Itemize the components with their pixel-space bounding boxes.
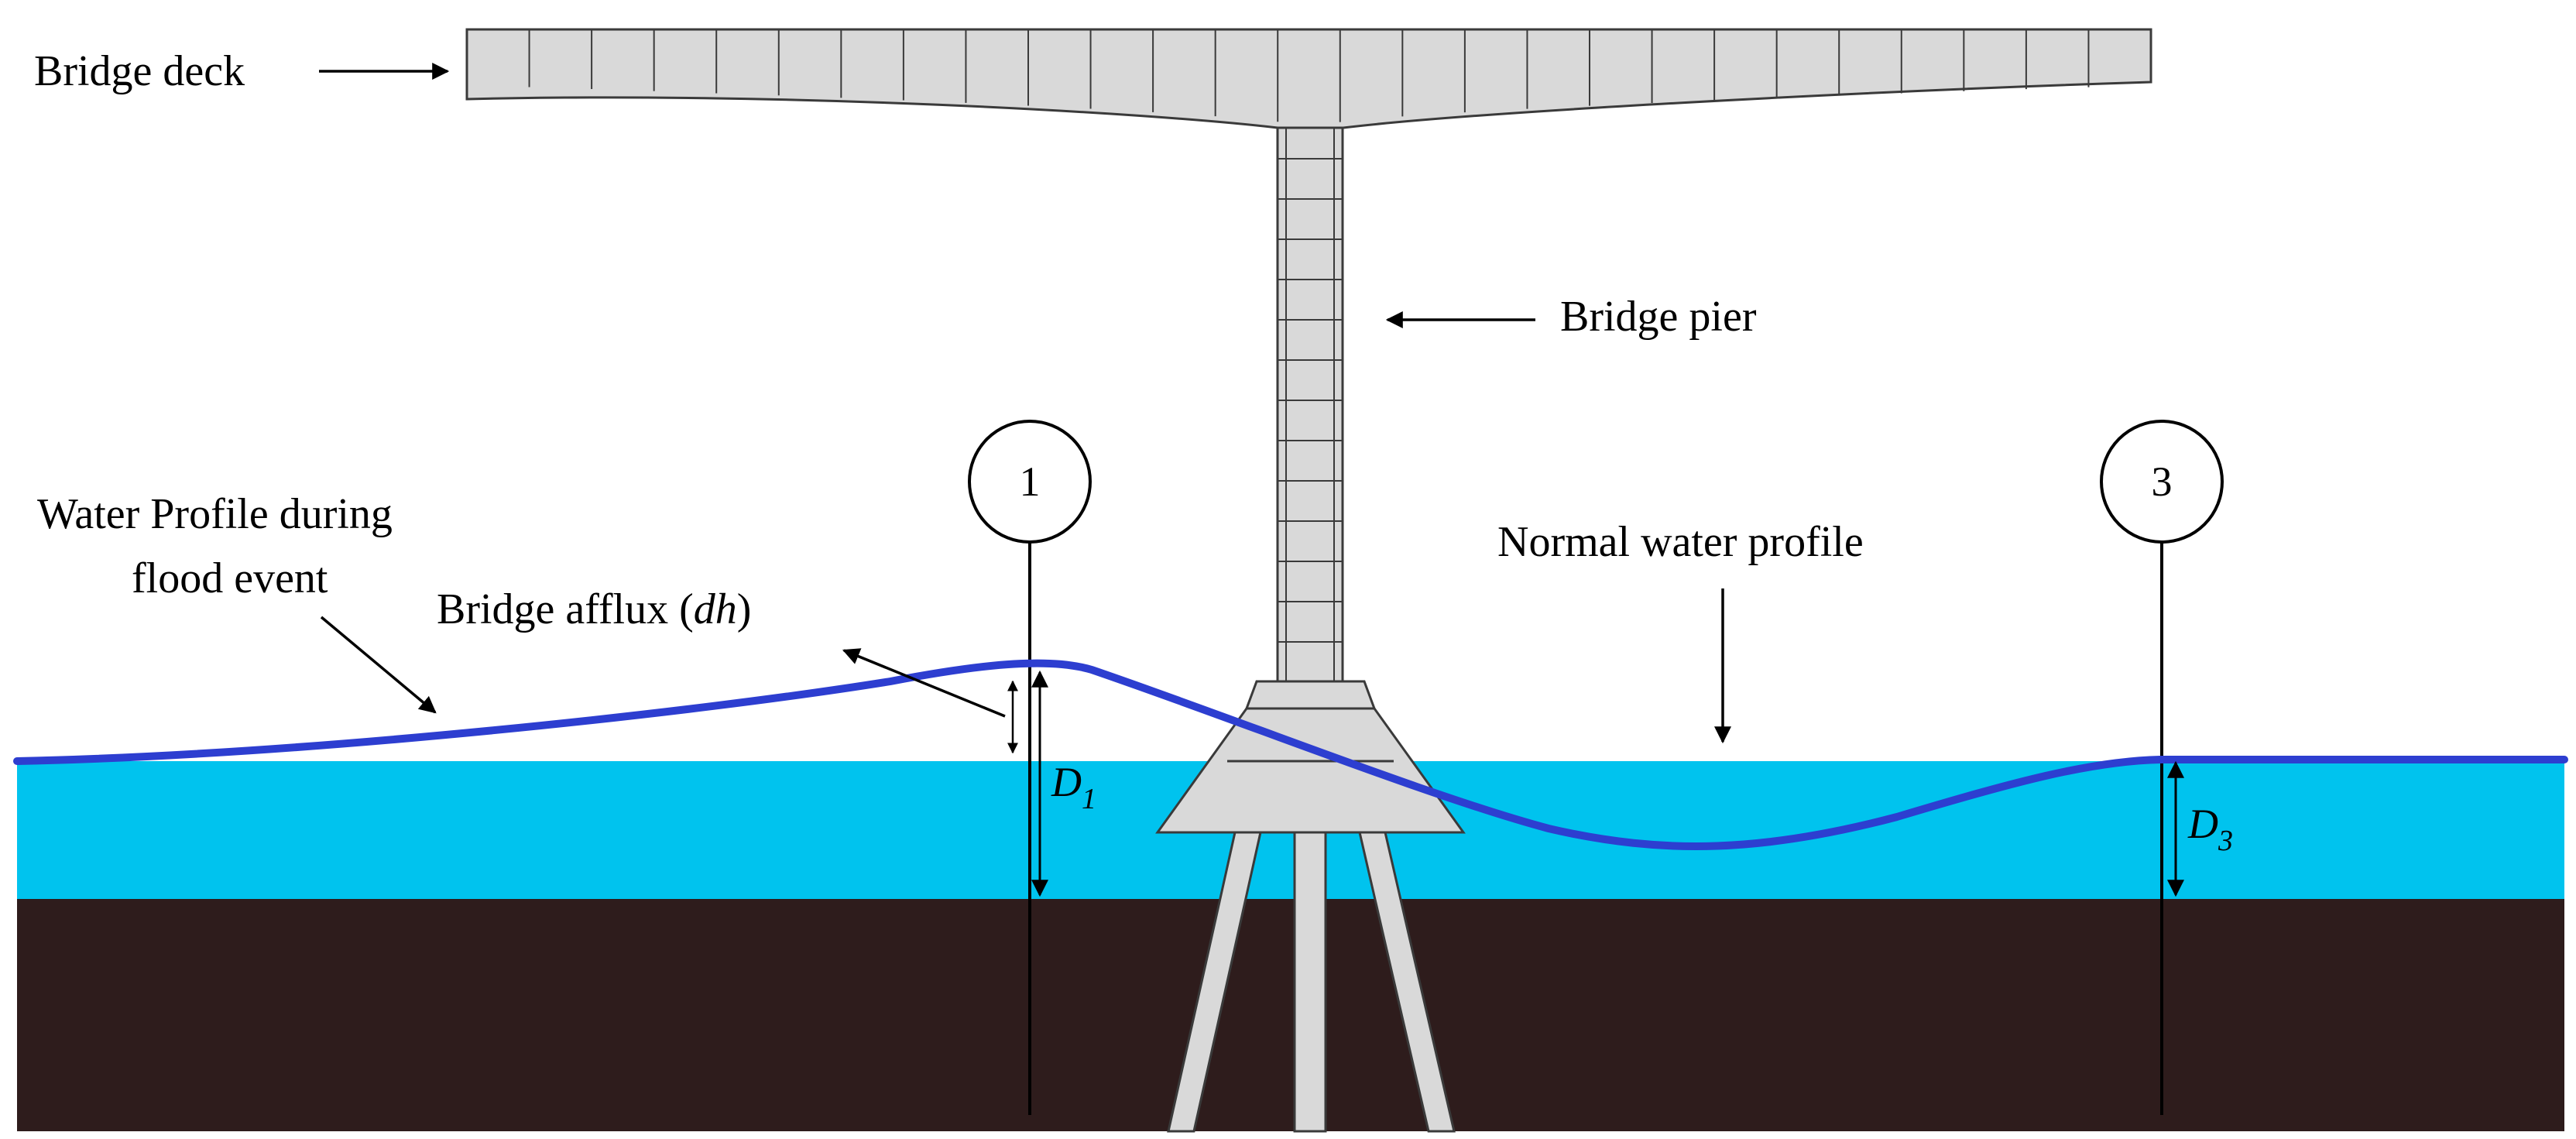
pier-footing (1155, 680, 1466, 834)
flood-profile-label-line1: Water Profile during (37, 490, 393, 538)
section-3-label: 3 (2152, 458, 2173, 505)
section-1-marker: 1 (968, 420, 1092, 544)
section-1-label: 1 (1020, 458, 1041, 505)
bridge-pier (1276, 126, 1344, 683)
pile-center (1293, 831, 1327, 1133)
afflux-label-suffix: ) (737, 585, 752, 633)
d3-base: D (2187, 801, 2218, 847)
d3-subscript: 3 (2218, 825, 2233, 857)
afflux-label-prefix: Bridge afflux ( (437, 585, 694, 633)
afflux-label: Bridge afflux (dh) (437, 585, 751, 633)
bridge-deck-label: Bridge deck (34, 47, 245, 95)
afflux-arrow (842, 648, 1006, 718)
section-3-marker: 3 (2100, 420, 2224, 544)
flood-profile-label: Water Profile during flood event (37, 490, 403, 602)
bridge-piles (1167, 831, 1456, 1133)
d3-label: D3 (2187, 801, 2233, 857)
flood-profile-label-line2: flood event (132, 554, 328, 602)
ground (17, 899, 2564, 1131)
flood-water-profile (13, 659, 2568, 850)
afflux-label-symbol: dh (694, 585, 737, 633)
d1-subscript: 1 (1082, 783, 1096, 815)
d1-label: D1 (1051, 759, 1096, 815)
d1-base: D (1051, 759, 1082, 805)
normal-profile-label: Normal water profile (1497, 518, 1864, 566)
bridge-pier-label: Bridge pier (1560, 293, 1757, 341)
flood-profile-arrow (320, 616, 437, 714)
bridge-deck (465, 28, 2152, 129)
